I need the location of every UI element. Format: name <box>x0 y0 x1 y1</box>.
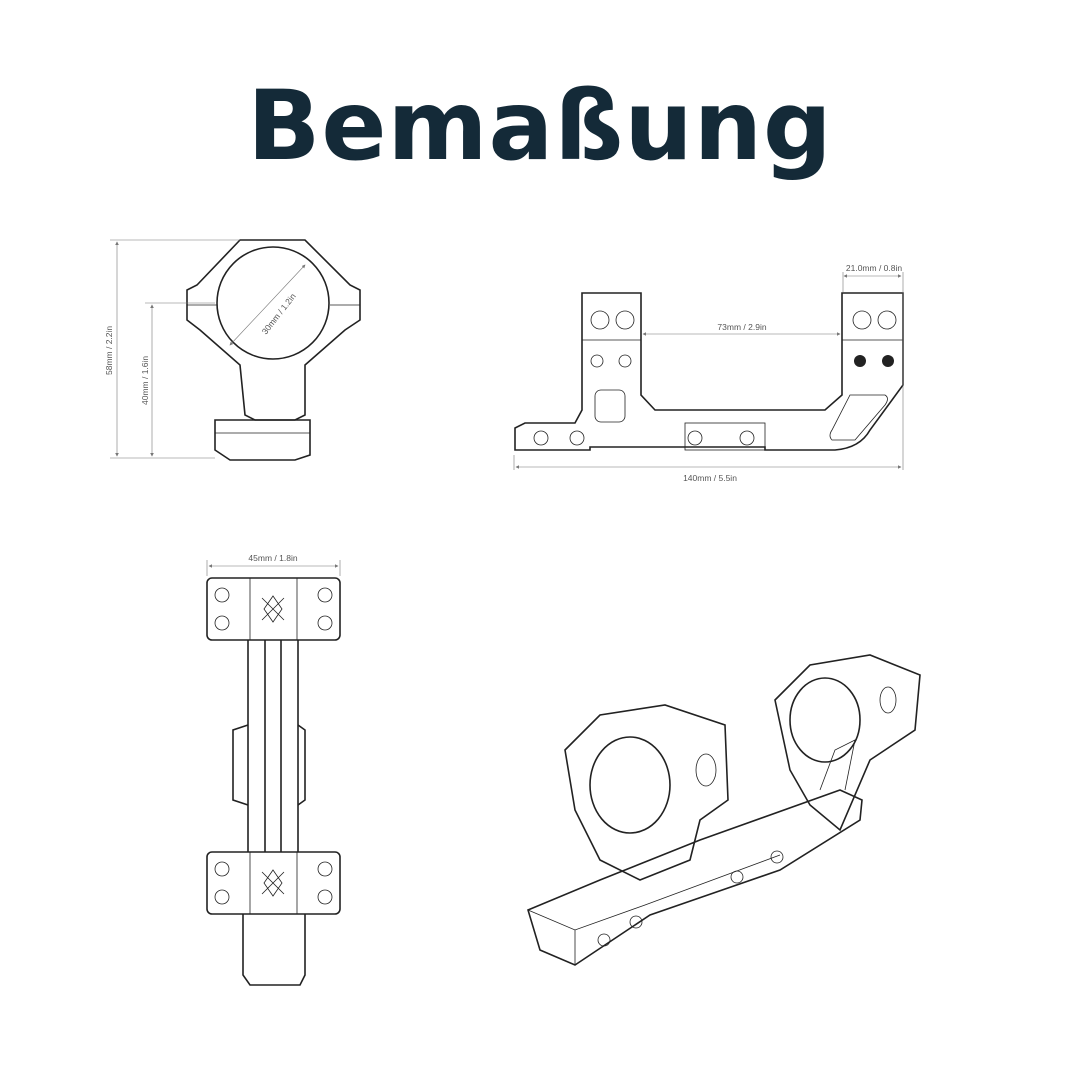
top-view: 45mm / 1.8in <box>206 553 341 986</box>
page-title: Bemaßung <box>247 70 833 182</box>
side-view: 73mm / 2.9in 21.0mm / 0.8in 140mm / 5.5i… <box>513 263 904 483</box>
length-label: 140mm / 5.5in <box>683 473 737 483</box>
width-label: 45mm / 1.8in <box>248 553 297 563</box>
ring-diameter-label: 30mm / 1.2in <box>260 291 298 336</box>
isometric-view <box>527 654 921 966</box>
ring-width-label: 21.0mm / 0.8in <box>846 263 902 273</box>
front-view: 30mm / 1.2in 58mm / 2.2in 40mm / 1.6in <box>104 239 361 461</box>
total-height-label: 58mm / 2.2in <box>104 326 114 375</box>
ring-spacing-label: 73mm / 2.9in <box>717 322 766 332</box>
center-height-label: 40mm / 1.6in <box>140 356 150 405</box>
